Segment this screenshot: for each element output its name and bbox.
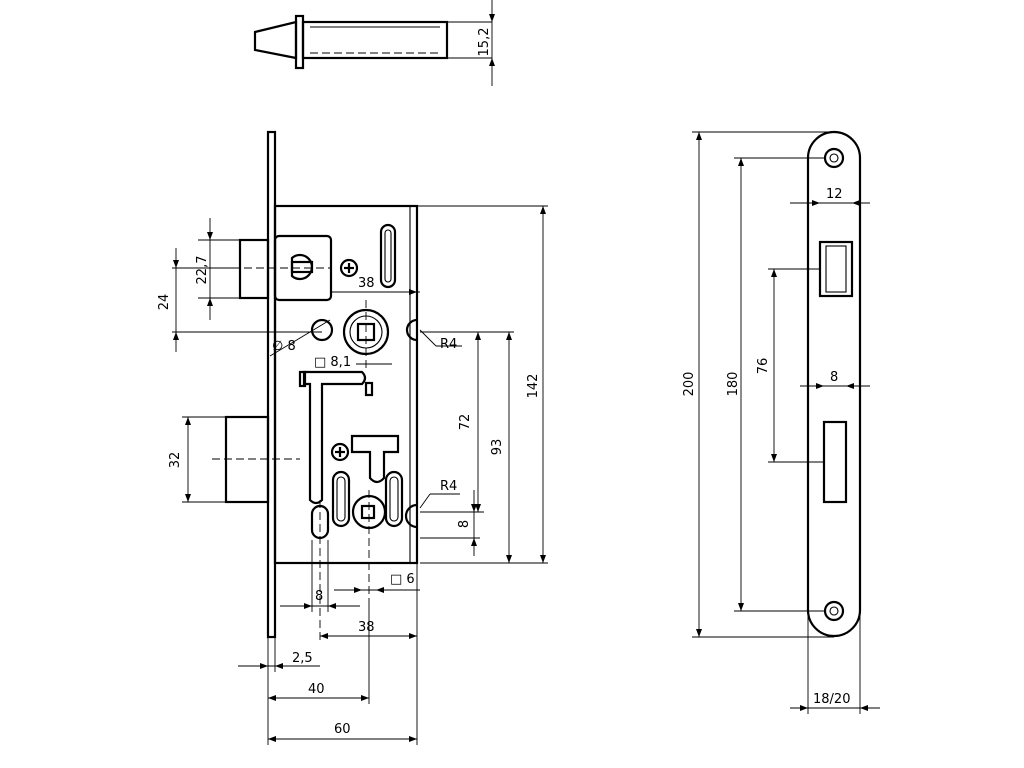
dim-distance-93: 93 xyxy=(490,439,505,456)
screw-hole-icon xyxy=(823,600,845,622)
latch-bolt xyxy=(238,238,270,300)
latch-window xyxy=(818,240,854,298)
dim-spindle-square: □ 8,1 xyxy=(314,355,351,370)
dim-body-depth: 60 xyxy=(334,722,351,737)
dim-screw-distance: 180 xyxy=(726,372,741,397)
dim-bolt-depth: 15,2 xyxy=(477,28,492,57)
bolt-slot xyxy=(822,420,848,504)
dim-lower-square: □ 6 xyxy=(390,572,415,587)
hole-icon xyxy=(310,318,334,342)
dim-centre-distance: 72 xyxy=(458,414,473,431)
dim-body-height: 142 xyxy=(526,374,541,399)
dim-bottom-38: 38 xyxy=(358,620,375,635)
screw-hole-icon xyxy=(823,147,845,169)
dim-slot-width: 8 xyxy=(830,370,838,385)
dim-faceplate-width: 18/20 xyxy=(813,692,850,707)
screw-icon xyxy=(339,258,359,278)
dim-bottom-offset-8: 8 xyxy=(315,589,323,604)
faceplate-view: 12 8 76 180 200 18/20 xyxy=(682,130,880,714)
dim-plate-thickness: 2,5 xyxy=(292,651,313,666)
dim-radius-upper: R4 xyxy=(440,337,457,352)
dim-bolt-height: 32 xyxy=(168,452,183,469)
top-view: 15,2 xyxy=(253,0,495,86)
dead-bolt xyxy=(224,415,270,504)
dim-faceplate-length: 200 xyxy=(682,372,697,397)
lower-follower xyxy=(351,494,387,530)
dim-latch-height: 22,7 xyxy=(195,256,210,285)
dim-bottom-8: 8 xyxy=(457,520,472,528)
dim-hole-diameter: ∅ 8 xyxy=(272,339,296,354)
front-dimensions: 22,7 24 38 ∅ 8 □ 8,1 R4 72 xyxy=(157,205,548,745)
dim-backset-top: 38 xyxy=(358,276,375,291)
dim-backset-40: 40 xyxy=(308,682,325,697)
dim-slot-distance: 76 xyxy=(756,358,771,375)
dim-latch-offset: 24 xyxy=(157,294,172,311)
dim-latch-width: 12 xyxy=(826,187,843,202)
front-view xyxy=(212,130,419,640)
screw-icon xyxy=(330,442,350,462)
lock-case xyxy=(273,204,419,565)
dim-radius-lower: R4 xyxy=(440,479,457,494)
